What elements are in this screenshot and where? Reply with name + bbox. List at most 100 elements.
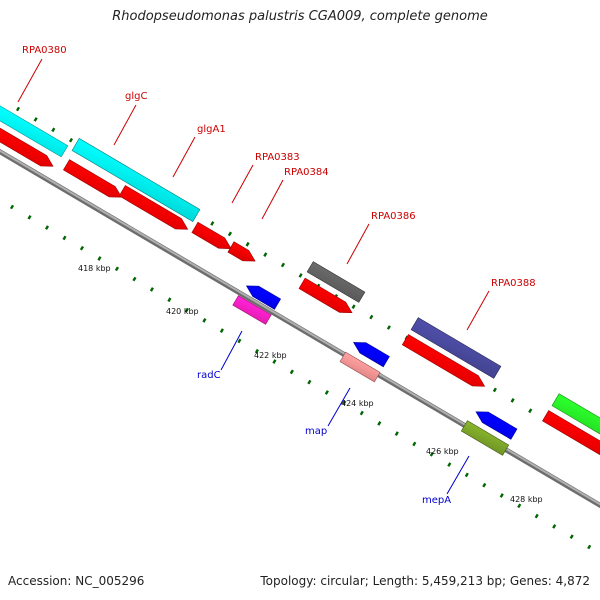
gene-RPA0386-label: RPA0386: [371, 211, 416, 222]
inner-tick: [534, 513, 539, 519]
gene-RPA0386-leader: [346, 223, 370, 265]
inner-tick: [132, 276, 137, 282]
accession-text: Accession: NC_005296: [8, 574, 145, 588]
inner-tick: [289, 369, 294, 375]
outer-tick: [210, 221, 215, 226]
gene-glgC-label: glgC: [125, 91, 147, 102]
gene-bar-glgC: [71, 137, 201, 223]
gene-RPA0383-leader: [231, 164, 254, 204]
inner-tick: [219, 328, 224, 333]
inner-tick: [569, 534, 574, 540]
inner-tick: [79, 245, 85, 251]
topology-text: Topology: circular; Length: 5,459,213 bp…: [260, 574, 590, 588]
gene-radC-label: radC: [197, 370, 221, 381]
inner-tick: [342, 400, 347, 406]
gene-RPA0388-label: RPA0388: [491, 278, 536, 289]
inner-tick: [202, 318, 207, 323]
inner-tick: [324, 390, 329, 395]
rev-arrow-mepA: [475, 411, 518, 440]
inner-tick: [499, 493, 504, 498]
outer-tick: [492, 387, 497, 393]
outer-tick: [280, 262, 286, 268]
outer-tick: [298, 273, 303, 278]
outer-tick: [510, 398, 515, 403]
scale-label-1: 420 kbp: [166, 307, 199, 316]
inner-tick: [27, 214, 32, 220]
gene-mepA-label: mepA: [422, 495, 451, 506]
scale-label-4: 426 kbp: [426, 447, 459, 456]
genome-backbone-highlight: [0, 149, 600, 506]
inner-tick: [307, 379, 312, 385]
gene-bar-edge: [551, 393, 600, 435]
gene-bar-RPA0386: [306, 261, 366, 303]
outer-tick: [369, 314, 374, 320]
outer-tick: [263, 252, 268, 257]
inner-tick: [272, 359, 277, 364]
scale-label-2: 422 kbp: [254, 351, 287, 360]
inner-tick: [377, 421, 382, 426]
rev-arrow-radC: [245, 285, 282, 310]
cds-arrow-RPA0388: [401, 334, 486, 387]
inner-tick: [44, 225, 50, 230]
cds-arrow-RPA0384: [227, 241, 256, 262]
outer-tick: [386, 325, 391, 330]
cds-arrow-edge: [542, 410, 600, 456]
inner-tick: [482, 482, 487, 488]
outer-tick: [15, 106, 21, 112]
outer-tick: [245, 241, 250, 247]
gene-glgA1-leader: [172, 136, 196, 178]
gene-radC-leader: [220, 330, 243, 371]
inner-tick: [587, 544, 592, 550]
outer-tick: [528, 408, 533, 414]
inner-tick: [394, 431, 399, 436]
inner-tick: [237, 338, 242, 344]
inner-tick: [359, 410, 364, 416]
inner-tick: [517, 503, 522, 509]
gene-bar-RPA0380: [0, 105, 69, 158]
gene-bar-mepA: [460, 420, 510, 456]
gene-map-label: map: [305, 426, 327, 437]
gene-mepA-leader: [446, 455, 470, 495]
inner-tick: [429, 451, 434, 457]
gene-map-leader: [327, 387, 351, 427]
inner-tick: [97, 256, 102, 261]
inner-tick: [184, 307, 189, 313]
gene-glgA1-label: glgA1: [197, 124, 226, 135]
inner-tick: [412, 441, 417, 447]
outer-tick: [351, 304, 356, 310]
gene-RPA0383-label: RPA0383: [255, 152, 300, 163]
rev-arrow-map: [353, 342, 390, 368]
outer-tick: [68, 137, 74, 143]
inner-tick: [114, 266, 120, 272]
cds-arrow-glgC: [62, 159, 123, 198]
cds-arrow-RPA0380: [0, 127, 54, 167]
gene-RPA0380-leader: [17, 58, 43, 103]
outer-tick: [33, 117, 38, 122]
gene-bar-RPA0388: [410, 317, 502, 379]
gene-bar-radC: [232, 295, 272, 325]
inner-tick: [9, 204, 15, 210]
inner-tick: [149, 287, 154, 292]
gene-RPA0384-label: RPA0384: [284, 167, 329, 178]
inner-tick: [447, 462, 452, 467]
inner-tick: [62, 235, 67, 241]
genome-title: Rhodopseudomonas palustris CGA009, compl…: [112, 9, 488, 24]
cds-arrow-RPA0383: [191, 221, 232, 250]
outer-tick: [51, 127, 56, 133]
inner-tick: [552, 524, 557, 529]
gene-RPA0388-leader: [466, 290, 490, 331]
inner-tick: [464, 472, 469, 478]
inner-tick: [254, 348, 259, 354]
gene-bar-map: [339, 351, 381, 383]
scale-label-5: 428 kbp: [510, 495, 543, 504]
gene-RPA0380-label: RPA0380: [22, 45, 67, 56]
outer-tick: [227, 231, 233, 237]
gene-RPA0384-leader: [261, 179, 284, 220]
scale-label-3: 424 kbp: [341, 399, 374, 408]
cds-arrow-glgA1: [118, 185, 189, 230]
scale-label-0: 418 kbp: [78, 264, 111, 273]
gene-glgC-leader: [113, 104, 137, 146]
cds-arrow-RPA0386: [298, 277, 353, 314]
